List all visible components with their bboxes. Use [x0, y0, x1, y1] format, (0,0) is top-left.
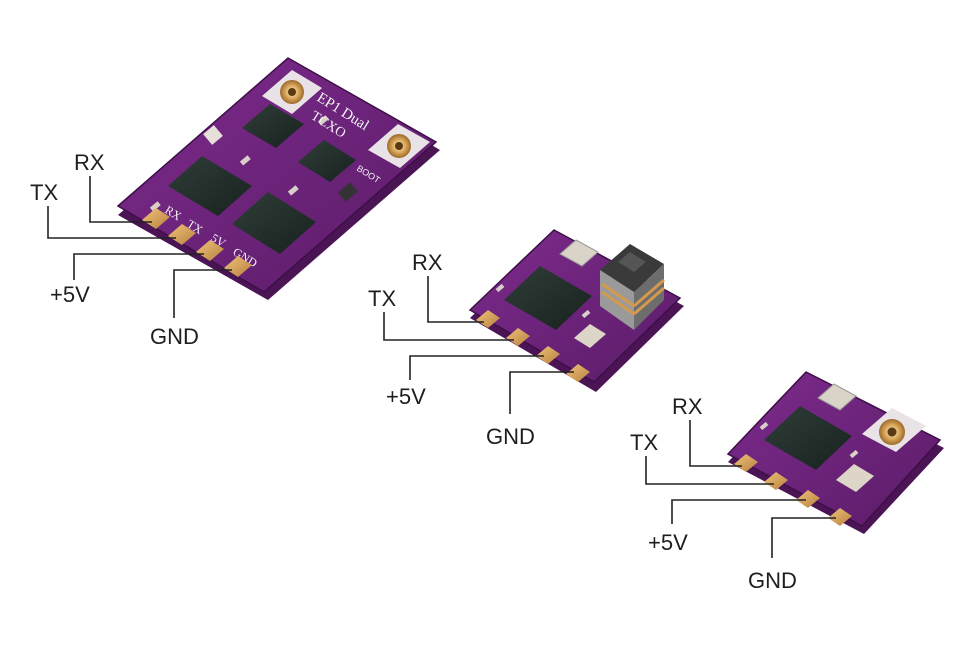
label-rx: RX: [412, 250, 443, 275]
pad-rx: [142, 208, 170, 229]
label-tx: TX: [368, 286, 396, 311]
receiver-module-ufl: RX TX +5V GND: [630, 371, 944, 593]
wire-gnd: [173, 269, 232, 318]
wire-5v: [409, 355, 544, 380]
label-gnd: GND: [486, 424, 535, 449]
wire-gnd: [509, 371, 574, 414]
receiver-module-ceramic-antenna: RX TX +5V GND: [368, 229, 684, 449]
wire-gnd: [771, 517, 836, 558]
smd-part: [836, 464, 874, 492]
pad-rx: [476, 310, 500, 328]
label-5v: +5V: [386, 384, 426, 409]
receiver-module-ep1-dual: EP1 Dual TCXO BOOT RX TX 5V GND RX TX +5…: [30, 57, 440, 349]
pad-tx: [764, 472, 788, 490]
chip: [764, 406, 852, 470]
crystal: [559, 239, 599, 267]
chip-3: [168, 156, 252, 216]
crystal: [817, 383, 857, 411]
label-gnd: GND: [150, 324, 199, 349]
wire-5v: [73, 253, 204, 280]
ceramic-antenna: [600, 244, 665, 330]
wire-rx: [427, 276, 484, 323]
pad-gnd: [224, 256, 252, 277]
wire-rx: [689, 420, 742, 467]
label-rx: RX: [74, 150, 105, 175]
label-gnd: GND: [748, 568, 797, 593]
label-tx: TX: [30, 180, 58, 205]
pcb-board: [116, 57, 438, 293]
wire-tx: [383, 312, 514, 341]
wire-tx: [645, 456, 774, 485]
boot-button: [338, 182, 358, 202]
pad-tx: [168, 224, 196, 245]
chip-1: [242, 104, 304, 148]
pad-tx: [506, 328, 530, 346]
wire-rx: [89, 176, 152, 223]
label-5v: +5V: [648, 530, 688, 555]
pad-gnd: [566, 364, 590, 382]
smd-part: [574, 324, 606, 348]
pad-rx: [734, 454, 758, 472]
label-tx: TX: [630, 430, 658, 455]
label-5v: +5V: [50, 282, 90, 307]
pad-5v: [196, 240, 224, 261]
chip: [504, 266, 592, 330]
pad-5v: [796, 490, 820, 508]
label-rx: RX: [672, 394, 703, 419]
wire-tx: [47, 206, 176, 239]
pad-gnd: [828, 508, 852, 526]
chip-4: [232, 192, 316, 254]
chip-2: [298, 140, 356, 182]
pad-5v: [536, 346, 560, 364]
led: [203, 125, 223, 145]
wire-5v: [671, 499, 806, 524]
